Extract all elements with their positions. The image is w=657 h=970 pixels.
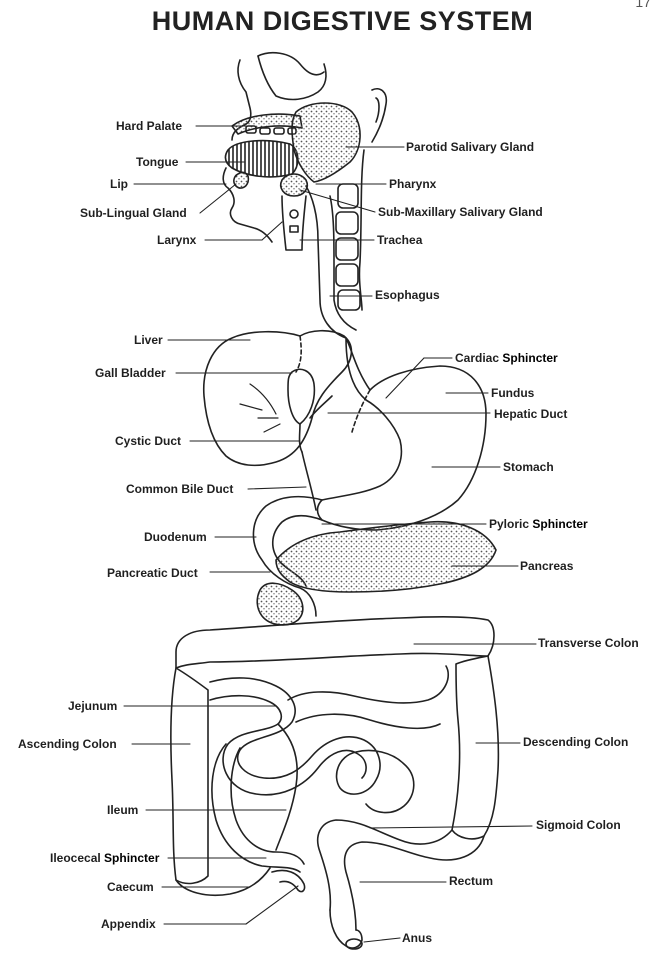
rectum-shape xyxy=(329,909,363,949)
duodenum-shape xyxy=(252,495,323,617)
page-number: 17 xyxy=(635,0,651,10)
label-anus: Anus xyxy=(402,931,432,945)
label-fundus: Fundus xyxy=(491,386,535,400)
label-rectum: Rectum xyxy=(449,874,494,888)
label-ileocecal-sphincter: Ileocecal Sphincter xyxy=(50,851,159,865)
label-transverse-colon: Transverse Colon xyxy=(538,636,639,650)
label-pancreatic-duct: Pancreatic Duct xyxy=(107,566,198,580)
label-cystic-duct: Cystic Duct xyxy=(115,434,182,448)
label-hepatic-duct: Hepatic Duct xyxy=(494,407,568,421)
label-pyloric-sphincter: Pyloric Sphincter xyxy=(489,517,588,531)
label-ileocecal-text: Ileocecal xyxy=(50,851,101,865)
stomach-shape xyxy=(316,337,487,531)
label-descending-colon: Descending Colon xyxy=(523,735,629,749)
esophagus-shape xyxy=(305,185,347,339)
label-ileum: Ileum xyxy=(107,803,139,817)
transverse-colon-shape xyxy=(175,615,495,669)
label-liver: Liver xyxy=(134,333,163,347)
appendix-shape xyxy=(271,869,306,893)
caecum-shape xyxy=(175,867,271,896)
label-parotid-salivary-gland: Parotid Salivary Gland xyxy=(406,140,535,154)
label-pyloric-emphasis: Sphincter xyxy=(532,517,588,531)
label-larynx: Larynx xyxy=(157,233,197,247)
small-intestine-shape xyxy=(209,677,415,814)
label-hard-palate: Hard Palate xyxy=(116,119,183,133)
sublingual-gland-shape xyxy=(233,171,250,189)
liver-shape xyxy=(202,329,353,467)
label-sub-maxillary-salivary-gland: Sub-Maxillary Salivary Gland xyxy=(378,205,543,219)
label-pyloric-text: Pyloric xyxy=(489,517,530,531)
label-duodenum: Duodenum xyxy=(144,530,207,544)
label-lip: Lip xyxy=(110,177,128,191)
label-sigmoid-colon: Sigmoid Colon xyxy=(536,818,621,832)
anus-shape xyxy=(345,938,363,950)
label-caecum: Caecum xyxy=(107,880,154,894)
label-sub-lingual-gland: Sub-Lingual Gland xyxy=(80,206,187,220)
label-cardiac-emphasis: Sphincter xyxy=(502,351,558,365)
parotid-gland-shape xyxy=(291,102,361,183)
ascending-colon-shape xyxy=(170,667,209,885)
label-cardiac-sphincter: Cardiac Sphincter xyxy=(455,351,558,365)
label-stomach: Stomach xyxy=(503,460,554,474)
pancreas-shape xyxy=(275,520,497,593)
submaxillary-gland-shape xyxy=(279,173,309,197)
tongue-shape xyxy=(224,139,299,178)
descending-colon-shape xyxy=(451,655,500,840)
leader-lines xyxy=(123,125,537,943)
gall-bladder-shape xyxy=(287,368,316,425)
label-pharynx: Pharynx xyxy=(389,177,437,191)
label-ileocecal-emphasis: Sphincter xyxy=(104,851,160,865)
label-appendix: Appendix xyxy=(101,917,156,931)
label-ascending-colon: Ascending Colon xyxy=(18,737,117,751)
label-jejunum: Jejunum xyxy=(68,699,118,713)
label-esophagus: Esophagus xyxy=(375,288,440,302)
label-trachea: Trachea xyxy=(377,233,423,247)
diagram-title: HUMAN DIGESTIVE SYSTEM xyxy=(151,6,534,36)
pancreas-head-shape xyxy=(256,582,304,626)
vertebrae xyxy=(335,183,361,311)
label-pancreas: Pancreas xyxy=(520,559,574,573)
sigmoid-colon-shape xyxy=(316,819,453,911)
larynx-trachea-shape xyxy=(281,195,307,251)
label-cardiac-text: Cardiac xyxy=(455,351,500,365)
label-tongue: Tongue xyxy=(136,155,179,169)
label-common-bile-duct: Common Bile Duct xyxy=(126,482,234,496)
label-gall-bladder: Gall Bladder xyxy=(95,366,166,380)
